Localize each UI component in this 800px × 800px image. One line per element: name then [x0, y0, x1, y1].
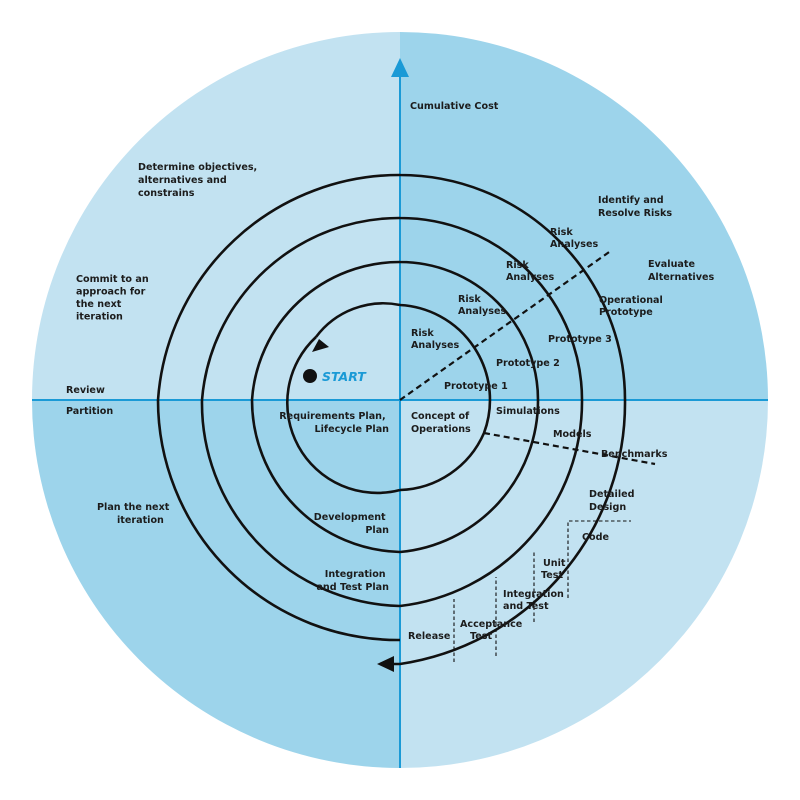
quadrant-bottom-left [32, 400, 400, 768]
simulations-label: Simulations [496, 406, 560, 417]
requirements-plan-label: Requirements Plan, Lifecycle Plan [279, 411, 389, 435]
commit-approach-label: Commit to an approach for the next itera… [76, 274, 152, 323]
risk-divider-line [399, 249, 613, 401]
unit-test-label: Unit Test [541, 558, 569, 581]
plan-next-iteration-label: Plan the next iteration [97, 502, 173, 526]
quadrant-bottom-right [400, 400, 768, 768]
evaluate-alternatives-label: Evaluate Alternatives [648, 259, 714, 283]
prototype-1-label: Prototype 1 [444, 381, 508, 392]
development-plan-label: Development Plan [314, 512, 389, 536]
quadrant-top-left [32, 32, 400, 400]
start-label: START [322, 369, 367, 384]
prototype-2-label: Prototype 2 [496, 358, 560, 369]
partition-label: Partition [66, 406, 113, 417]
spiral-end-arrow-icon [377, 656, 394, 672]
identify-resolve-risks-label: Identify and Resolve Risks [598, 195, 672, 219]
prototype-3-label: Prototype 3 [548, 334, 612, 345]
risk-analyses-label-4: Risk Analyses [550, 227, 598, 250]
spiral-start-arrow-icon [312, 339, 329, 352]
release-label: Release [408, 631, 451, 642]
acceptance-test-label: Acceptance Test [460, 619, 526, 642]
cumulative-cost-label: Cumulative Cost [410, 101, 499, 112]
engineering-divider-line [483, 431, 656, 466]
code-separator [567, 520, 631, 598]
risk-analyses-label-3: Risk Analyses [506, 260, 554, 283]
risk-analyses-label-2: Risk Analyses [458, 294, 506, 317]
spiral-path [156, 173, 627, 666]
models-label: Models [553, 429, 592, 440]
detailed-design-label: Detailed Design [589, 489, 638, 513]
code-label: Code [582, 532, 609, 543]
start-dot-icon [303, 369, 317, 383]
phase-separators [453, 520, 631, 662]
risk-analyses-label-1: Risk Analyses [411, 328, 459, 351]
determine-objectives-label: Determine objectives, alternatives and c… [138, 162, 261, 199]
benchmarks-label: Benchmarks [601, 449, 668, 460]
concept-of-operations-label: Concept of Operations [411, 411, 473, 435]
integration-and-test-label: Integration and Test [503, 589, 567, 612]
operational-prototype-label: Operational Prototype [599, 295, 666, 318]
cumulative-cost-arrow-icon [391, 58, 409, 77]
integration-test-plan-label: Integration and Test Plan [316, 569, 389, 593]
review-label: Review [66, 385, 105, 396]
